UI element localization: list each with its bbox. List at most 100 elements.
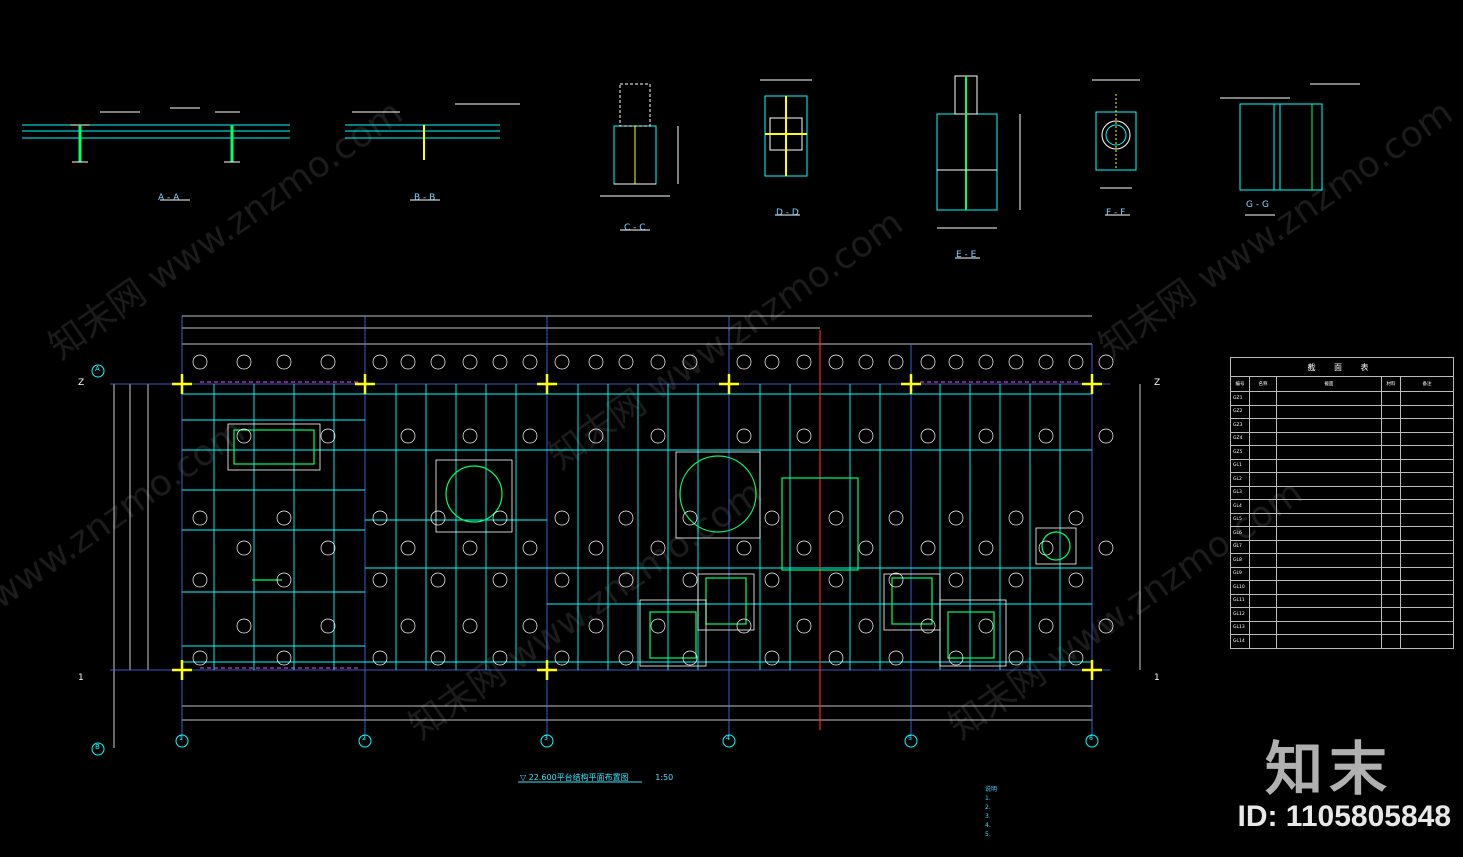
beam-tag-circle: [978, 618, 994, 634]
section-label-ee: E - E: [956, 250, 977, 260]
beam-tag-circle: [978, 354, 994, 370]
table-cell: [1276, 512, 1382, 527]
plan-grid-lines: [110, 316, 1110, 740]
table-cell: [1381, 472, 1401, 487]
beam-tag-circle: [920, 618, 936, 634]
beam-tag-circle: [236, 354, 252, 370]
beam-tag-circle: [400, 428, 416, 444]
plan-title: ▽ 22.600平台结构平面布置图 1:50: [520, 772, 673, 783]
table-header-remark: 备注: [1400, 376, 1454, 392]
beam-tag-circle: [1008, 572, 1024, 588]
table-cell: [1249, 526, 1277, 541]
table-cell: [1381, 391, 1401, 406]
axis-label-bottom-4: 4: [726, 735, 730, 742]
table-cell: [1381, 634, 1401, 649]
axis-label-bottom-3: 3: [544, 735, 548, 742]
beam-tag-circle: [1008, 650, 1024, 666]
axis-label-right-z: Z: [1154, 378, 1161, 388]
table-cell: [1249, 472, 1277, 487]
beam-tag-circle: [618, 650, 634, 666]
beam-tag-circle: [320, 354, 336, 370]
table-cell: [1276, 580, 1382, 595]
table-cell: [1249, 485, 1277, 500]
axis-label-left-z: Z: [78, 378, 85, 388]
table-cell: [1249, 620, 1277, 635]
svg-text:知末网 www.znzmo.com: 知末网 www.znzmo.com: [1092, 92, 1461, 367]
table-row: GL6: [1230, 526, 1454, 541]
beam-tag-circle: [462, 428, 478, 444]
axis-label-bottom-1: 1: [179, 735, 183, 742]
section-gg-drawing: [1220, 83, 1360, 216]
beam-tag-circle: [978, 540, 994, 556]
beam-tag-circle: [764, 510, 780, 526]
axis-label-bottom-2: 2: [362, 735, 366, 742]
table-cell: [1276, 404, 1382, 419]
table-cell: [1276, 472, 1382, 487]
table-cell: [1381, 526, 1401, 541]
beam-tag-circle: [522, 540, 538, 556]
beam-tag-circle: [588, 354, 604, 370]
plan-openings: [233, 429, 1071, 659]
section-cc-drawing: [600, 83, 679, 231]
table-cell: [1381, 445, 1401, 460]
section-label-gg: G - G: [1246, 200, 1269, 210]
beam-tag-circle: [276, 354, 292, 370]
section-dd-drawing: [760, 79, 812, 216]
table-cell-id: GL12: [1230, 607, 1250, 622]
beam-tag-circle: [828, 572, 844, 588]
beam-tag-circle: [192, 510, 208, 526]
table-cell-id: GL14: [1230, 634, 1250, 649]
beam-tag-circle: [764, 650, 780, 666]
notes-line: 4.: [985, 822, 991, 829]
beam-tag-circle: [554, 650, 570, 666]
beam-tag-circle: [276, 572, 292, 588]
table-cell: [1249, 445, 1277, 460]
beam-tag-circle: [682, 510, 698, 526]
beam-tag-circle: [828, 354, 844, 370]
beam-tag-circle: [828, 510, 844, 526]
table-row: GL13: [1230, 620, 1454, 635]
table-cell-id: GL4: [1230, 499, 1250, 514]
table-cell-id: GZ3: [1230, 418, 1250, 433]
beam-tag-circle: [462, 354, 478, 370]
table-cell: [1276, 485, 1382, 500]
plan-title-text: ▽ 22.600平台结构平面布置图: [520, 773, 629, 782]
notes-line: 2.: [985, 804, 991, 811]
beam-tag-circle: [1008, 354, 1024, 370]
beam-tag-circle: [1008, 510, 1024, 526]
table-cell: [1249, 431, 1277, 446]
beam-tag-circle: [650, 540, 666, 556]
beam-tag-circle: [462, 540, 478, 556]
table-cell: [1276, 634, 1382, 649]
table-cell: [1276, 553, 1382, 568]
table-cell: [1276, 431, 1382, 446]
section-label-bb: B - B: [414, 193, 436, 203]
beam-tag-circle: [1098, 354, 1114, 370]
beam-tag-circle: [554, 510, 570, 526]
beam-tag-circle: [1038, 540, 1054, 556]
beam-tag-circle: [1068, 510, 1084, 526]
beam-tag-circle: [372, 650, 388, 666]
table-cell-id: GL1: [1230, 458, 1250, 473]
notes-line: 3.: [985, 813, 991, 820]
beam-tag-circle: [736, 540, 752, 556]
beam-tag-circle: [764, 354, 780, 370]
beam-tag-circle: [400, 354, 416, 370]
beam-tag-circle: [650, 618, 666, 634]
beam-tag-circle: [920, 540, 936, 556]
section-ff-drawing: [1092, 79, 1140, 216]
table-cell: [1249, 553, 1277, 568]
beam-tag-circle: [948, 354, 964, 370]
notes-line: 1.: [985, 795, 991, 802]
beam-tag-circle: [320, 618, 336, 634]
table-cell: [1400, 431, 1454, 446]
table-cell: [1249, 418, 1277, 433]
beam-tag-circle: [682, 354, 698, 370]
table-cell: [1276, 391, 1382, 406]
table-row: GL4: [1230, 499, 1454, 514]
beam-tag-circle: [372, 510, 388, 526]
beam-tag-circle: [828, 650, 844, 666]
beam-tag-circle: [430, 510, 446, 526]
beam-tag-circle: [1038, 354, 1054, 370]
